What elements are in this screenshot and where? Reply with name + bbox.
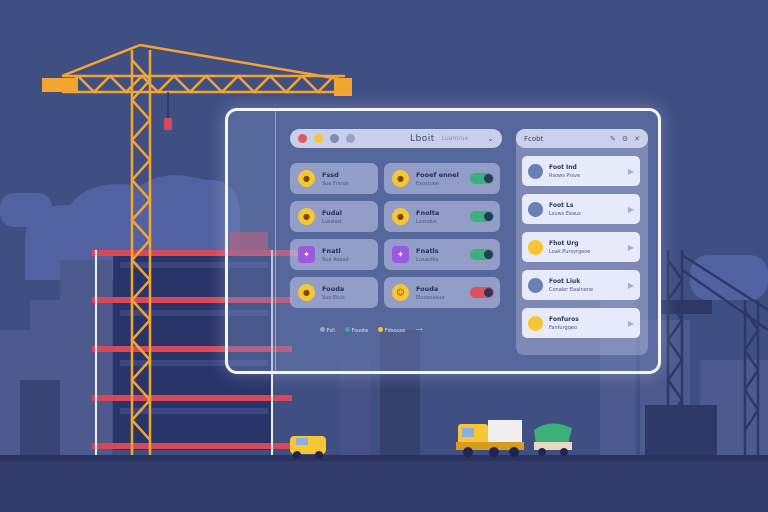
taxi-vehicle [290, 436, 326, 459]
coin-icon: ● [392, 170, 409, 187]
status-label: Fsll [326, 327, 335, 334]
card-title: Fouda [416, 284, 439, 293]
scaffold-beams [92, 250, 302, 449]
card-subtitle: Sue Frsrsls [322, 180, 349, 187]
card-subtitle: Lxondus [416, 218, 437, 225]
avatar [528, 201, 543, 217]
card-subtitle: Elocenesue [416, 294, 445, 301]
coin-icon: ● [392, 208, 409, 225]
drop-icon[interactable] [330, 134, 339, 143]
toggle-knob [484, 212, 493, 221]
card-title: Fudal [322, 208, 343, 217]
list-item-title: Fonfuros [549, 315, 579, 323]
right-panel-title: Fcobt [524, 134, 544, 143]
card-title: Fnatls [416, 246, 439, 255]
search-bar[interactable]: Lboit Luamrue ⌄ [290, 129, 502, 148]
toggle-switch[interactable] [470, 249, 494, 260]
mixer-truck [534, 423, 572, 456]
card-title: Fssd [322, 170, 339, 179]
list-item-title: Foot Liuk [549, 277, 581, 285]
list-item-title: Foot Ls [549, 201, 574, 209]
card-subtitle: Lusaotks [416, 256, 439, 263]
search-title: Lboit [410, 133, 435, 144]
play-icon[interactable]: ▶ [627, 242, 634, 252]
list-item-subtitle: Loak Pursyrgeoe [549, 248, 591, 255]
list-item-title: Foot Ind [549, 163, 577, 171]
card-title: Fooef ennel [416, 170, 459, 179]
sidebar [228, 111, 276, 371]
play-icon[interactable]: ▶ [627, 318, 634, 328]
list-item-subtitle: Lsuws Eeaus [549, 210, 581, 217]
list-item-subtitle: Conaler Eaalnene [549, 286, 594, 293]
coin-icon: ● [298, 170, 315, 187]
play-icon[interactable]: ▶ [627, 166, 634, 176]
toggle-switch[interactable] [470, 287, 494, 298]
list-item-subtitle: Rsows Prsve [549, 172, 581, 179]
close-icon[interactable]: ✕ [634, 134, 640, 143]
search-subtitle: Luamrue [441, 135, 469, 142]
list-item-title: Fhot Urg [549, 239, 579, 247]
card-subtitle: Sue Aeaad [322, 256, 349, 263]
status-item: Fsll [320, 326, 335, 334]
puzzle-icon: ✦ [298, 246, 315, 263]
play-icon[interactable]: ▶ [627, 204, 634, 214]
coin-icon: ● [298, 208, 315, 225]
toggle-switch[interactable] [470, 173, 494, 184]
play-icon[interactable]: ▶ [627, 280, 634, 290]
status-item: Fdsouse [378, 326, 406, 334]
avatar [528, 163, 543, 179]
toggle-switch[interactable] [470, 211, 494, 222]
card-subtitle: Lusslsst [322, 218, 342, 225]
tower-crane [61, 43, 346, 455]
ground [0, 455, 768, 512]
sun-icon[interactable] [314, 134, 323, 143]
card-title: Fouda [322, 284, 345, 293]
toggle-knob [484, 174, 493, 183]
status-label: Fdsouse [384, 327, 406, 334]
dump-truck [456, 420, 524, 457]
coin-icon: ● [298, 284, 315, 301]
list-item-subtitle: Fanfurgqeo [549, 324, 578, 331]
puzzle-icon: ✦ [392, 246, 409, 263]
dot-icon [378, 326, 384, 332]
dot-icon [320, 326, 325, 332]
arrow-right-icon[interactable]: ⟶ [415, 327, 423, 333]
card-title: Fnolta [416, 208, 440, 217]
avatar [528, 239, 543, 255]
record-icon[interactable] [298, 134, 307, 143]
card-subtitle: Suo Etsls [322, 294, 345, 301]
edit-icon[interactable]: ✎ [609, 134, 616, 143]
right-panel-header: Fcobt ✎ ⚙ ✕ [516, 129, 648, 148]
status-item: Fsuote [344, 326, 369, 334]
toggle-knob [484, 288, 493, 297]
avatar [528, 277, 543, 293]
avatar-icon: ☺ [392, 284, 409, 301]
status-row: Fsll Fsuote Fdsouse ⟶ [290, 323, 502, 337]
status-label: Fsuote [351, 327, 369, 334]
toggle-knob [484, 250, 493, 259]
card-subtitle: Exostuee [416, 180, 439, 187]
chevron-down-icon[interactable]: ⌄ [487, 134, 494, 143]
settings-icon[interactable]: ⚙ [621, 134, 629, 143]
link-icon[interactable] [346, 134, 355, 143]
dot-icon [344, 326, 350, 332]
avatar [528, 315, 543, 331]
card-title: Fnatl [322, 246, 341, 255]
